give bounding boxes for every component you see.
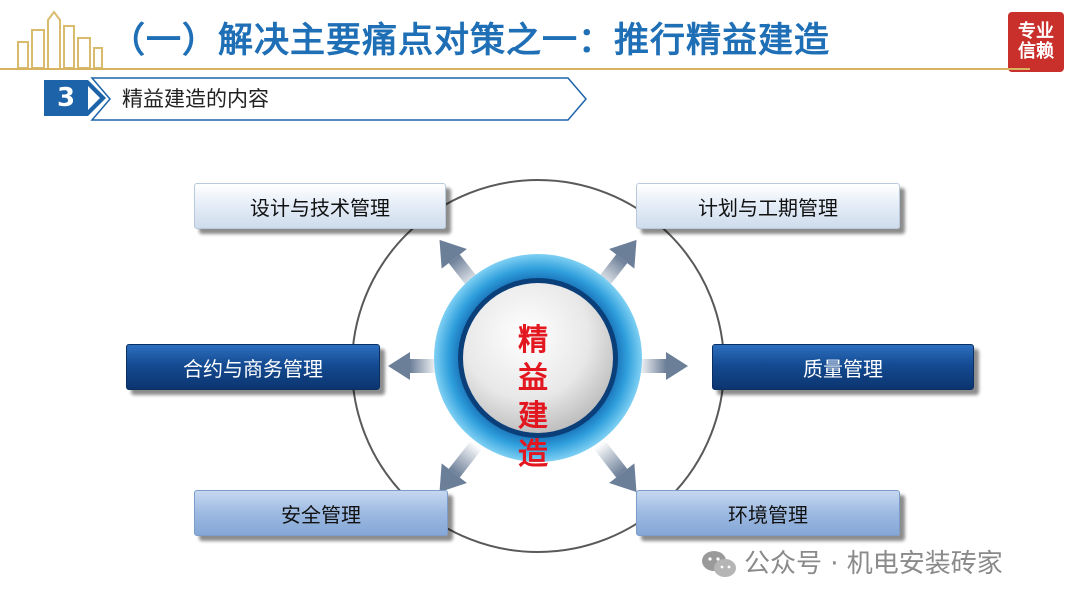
watermark-text: 公众号 · 机电安装砖家 xyxy=(744,549,1003,579)
arrow-right xyxy=(638,352,688,380)
section-title: 精益建造的内容 xyxy=(122,87,269,111)
seal-stamp: 专业信赖 xyxy=(1008,12,1064,72)
page-title: （一）解决主要痛点对策之一：推行精益建造 xyxy=(110,21,831,61)
section-banner xyxy=(90,77,587,121)
box-contract-commercial: 合约与商务管理 xyxy=(126,344,380,390)
section-chevron-icon xyxy=(88,80,106,116)
box-environment: 环境管理 xyxy=(636,490,900,536)
arrow-left xyxy=(388,352,438,380)
header-divider xyxy=(0,68,1030,70)
arrow-down-left xyxy=(439,440,482,493)
box-schedule: 计划与工期管理 xyxy=(636,183,900,229)
box-design-technical: 设计与技术管理 xyxy=(194,183,446,229)
center-label: 精 益 建 造 xyxy=(518,323,558,472)
wechat-icon xyxy=(702,551,736,577)
arrow-down-right xyxy=(594,440,637,493)
box-quality: 质量管理 xyxy=(712,344,974,390)
center-disc xyxy=(463,283,613,433)
section-number-badge: 3 xyxy=(44,80,88,116)
box-safety: 安全管理 xyxy=(194,490,448,536)
